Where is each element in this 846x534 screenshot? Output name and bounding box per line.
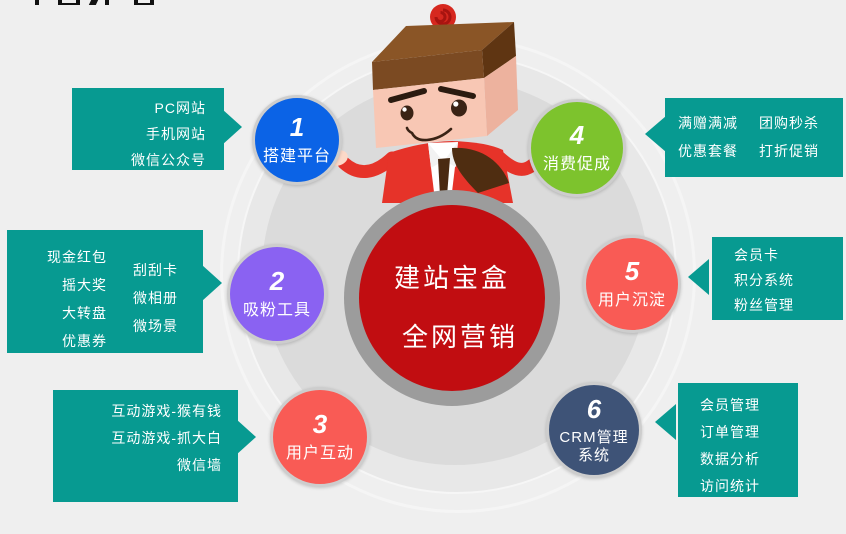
feature-item: 积分系统 <box>734 272 794 288</box>
node-circle-3: 3 用户互动 <box>270 387 370 487</box>
features-box-crm-system: 会员管理 订单管理 数据分析 访问统计 <box>678 383 798 497</box>
node-circle-5: 5 用户沉淀 <box>583 235 681 333</box>
feature-item: 互动游戏-猴有钱 <box>111 403 222 419</box>
hub-circle: 建站宝盒 全网营销 <box>359 205 545 391</box>
arrow-right-icon <box>202 265 222 301</box>
feature-item: 手机网站 <box>146 126 206 142</box>
feature-item: 微信公众号 <box>131 152 206 168</box>
arrow-left-icon <box>655 404 676 440</box>
node-number: 6 <box>586 393 602 424</box>
node-circle-2: 2 吸粉工具 <box>227 244 327 344</box>
mascot-right-eyebrow <box>438 86 476 99</box>
feature-column: 刮刮卡 微相册 微场景 <box>133 243 178 353</box>
node-label: 用户互动 <box>285 444 354 462</box>
arrow-left-icon <box>645 116 666 152</box>
node-circle-4: 4 消费促成 <box>528 99 626 197</box>
mascot-character <box>328 4 555 203</box>
mascot-hair-curl-icon <box>430 4 456 30</box>
node-label: 用户沉淀 <box>597 291 666 309</box>
feature-item: 满赠满减 <box>678 115 738 131</box>
feature-item: 微场景 <box>133 318 178 334</box>
mascot-mouth <box>405 126 453 142</box>
hub-title-line1: 建站宝盒 <box>393 263 510 293</box>
mascot-left-eyebrow <box>388 88 427 103</box>
cropped-text-fragment <box>105 0 109 5</box>
feature-column: 满赠满减 优惠套餐 <box>678 109 738 177</box>
arrow-right-icon <box>236 419 256 455</box>
features-box-user-retention: 会员卡 积分系统 粉丝管理 <box>712 237 843 320</box>
feature-item: 数据分析 <box>700 451 760 467</box>
feature-column: 团购秒杀 打折促销 <box>759 109 819 177</box>
node-circle-1: 1 搭建平台 <box>252 95 342 185</box>
feature-item: 大转盘 <box>62 305 107 321</box>
feature-item: 优惠券 <box>62 333 107 349</box>
node-circle-6: 6 CRM管理 系统 <box>546 382 642 478</box>
feature-item: 微相册 <box>133 290 178 306</box>
features-box-fans-tools: 现金红包 摇大奖 大转盘 优惠券 刮刮卡 微相册 微场景 <box>7 230 203 353</box>
node-label: 消费促成 <box>542 155 611 173</box>
hub-title-line2: 全网营销 <box>401 322 518 352</box>
mascot-tie <box>438 158 450 196</box>
feature-item: 优惠套餐 <box>678 143 738 159</box>
cropped-text-fragment <box>35 0 39 5</box>
cropped-text-fragment <box>76 0 80 5</box>
mascot-left-eye <box>400 105 414 121</box>
features-box-user-interaction: 互动游戏-猴有钱 互动游戏-抓大白 微信墙 <box>53 390 238 502</box>
arrow-right-icon <box>222 109 242 145</box>
feature-item: 刮刮卡 <box>133 262 178 278</box>
node-label: 吸粉工具 <box>242 301 311 319</box>
feature-item: 订单管理 <box>700 424 760 440</box>
cropped-text-fragment <box>150 0 154 5</box>
mascot-scarf <box>452 147 509 193</box>
feature-item: 会员卡 <box>734 247 779 263</box>
node-label: 搭建平台 <box>262 147 331 165</box>
cropped-text-fragment <box>134 3 154 5</box>
features-box-build-platform: PC网站 手机网站 微信公众号 <box>72 88 224 170</box>
feature-item: 摇大奖 <box>62 277 107 293</box>
feature-item: 现金红包 <box>47 249 107 265</box>
arrow-left-icon <box>688 259 709 295</box>
node-number: 5 <box>624 255 640 286</box>
node-label: CRM管理 <box>559 428 629 446</box>
cropped-text-fragment <box>58 3 80 5</box>
node-number: 1 <box>289 111 305 142</box>
feature-item: 互动游戏-抓大白 <box>111 430 222 446</box>
feature-item: 打折促销 <box>759 143 819 159</box>
feature-item: PC网站 <box>154 100 206 116</box>
node-number: 3 <box>312 408 328 439</box>
node-label-line2: 系统 <box>577 446 610 464</box>
cropped-text-fragment <box>88 0 99 5</box>
feature-item: 会员管理 <box>700 397 760 413</box>
node-number: 4 <box>569 119 585 150</box>
cropped-text-fragment <box>134 0 138 5</box>
feature-item: 团购秒杀 <box>759 115 819 131</box>
feature-item: 微信墙 <box>177 457 222 473</box>
features-box-consumption: 满赠满减 优惠套餐 团购秒杀 打折促销 <box>665 98 843 177</box>
cropped-text-fragment <box>58 0 62 5</box>
mascot-right-eye <box>451 99 467 117</box>
node-number: 2 <box>269 265 285 296</box>
mascot-left-arm <box>337 151 399 178</box>
mascot-head <box>372 22 518 148</box>
feature-item: 粉丝管理 <box>734 297 794 313</box>
feature-item: 访问统计 <box>700 478 760 494</box>
feature-column: 现金红包 摇大奖 大转盘 优惠券 <box>7 243 107 353</box>
